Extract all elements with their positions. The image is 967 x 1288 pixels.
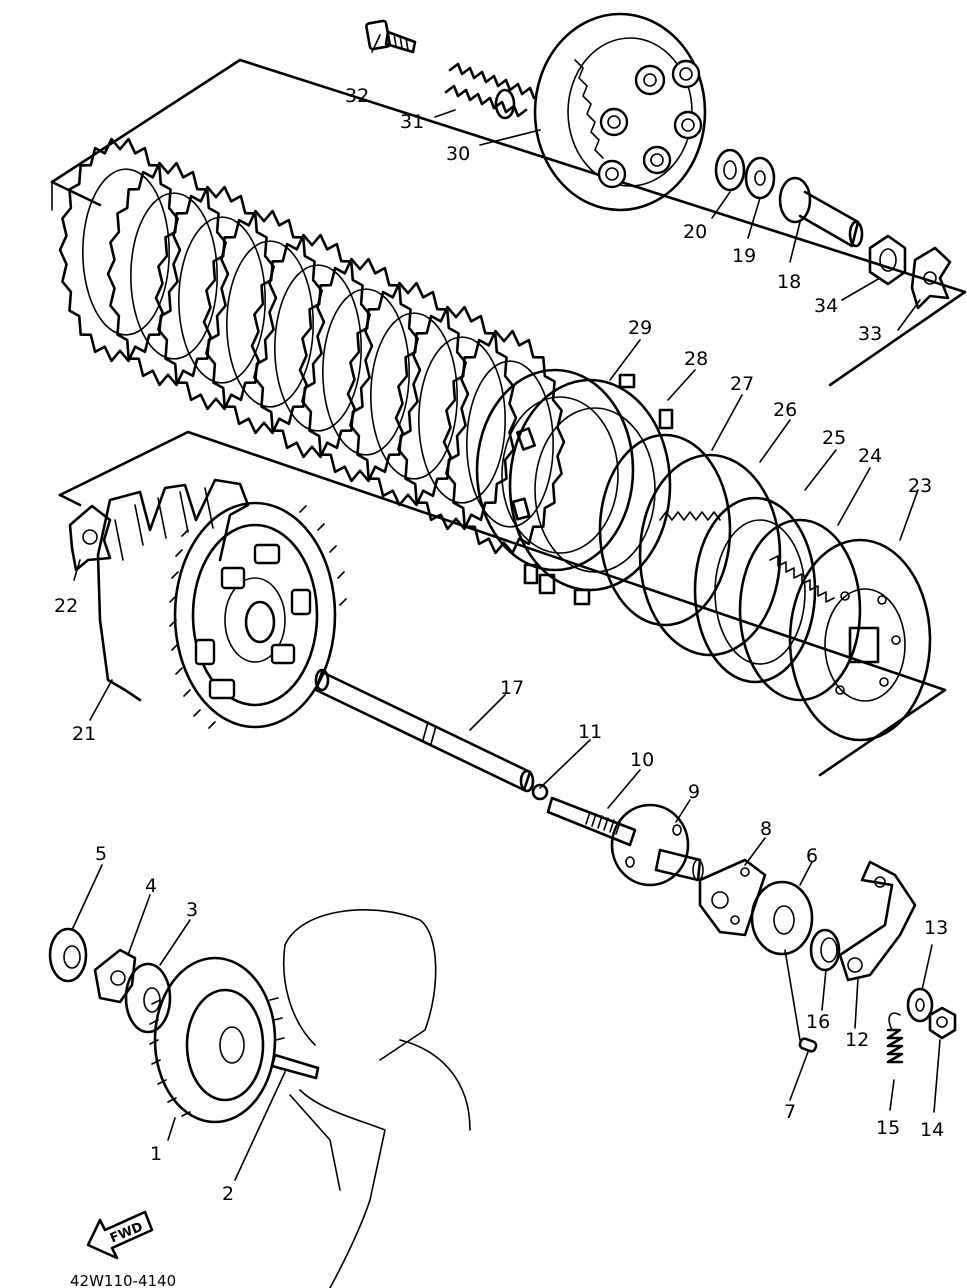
part-label-7: 7 xyxy=(784,1101,796,1123)
clutch-plate-stack xyxy=(58,137,566,555)
forward-arrow-icon: FWD xyxy=(86,1210,154,1260)
ball-part-11 xyxy=(531,783,549,801)
leader-lines xyxy=(71,34,941,1181)
part-label-15: 15 xyxy=(876,1117,900,1139)
clutch-plate-inner-7 xyxy=(369,312,458,480)
part-label-34: 34 xyxy=(814,295,838,317)
oil-seal-part-6 xyxy=(750,880,814,956)
part-label-25: 25 xyxy=(822,427,846,449)
spring-part-15 xyxy=(886,1012,904,1064)
clutch-plate-outer-1 xyxy=(58,137,182,363)
part-label-19: 19 xyxy=(732,245,756,267)
clutch-boss-part-24 xyxy=(738,518,862,702)
diagram-code: 42W110-4140 xyxy=(70,1272,176,1288)
part-label-30: 30 xyxy=(446,143,470,165)
clutch-housing-part-21 xyxy=(96,478,347,729)
clutch-plate-inner-8 xyxy=(417,336,506,504)
clutch-plate-inner-3 xyxy=(178,216,267,384)
part-label-11: 11 xyxy=(578,721,602,743)
part-label-22: 22 xyxy=(54,595,78,617)
push-lever-part-9 xyxy=(610,803,704,887)
push-rod-part-10 xyxy=(546,796,637,847)
part-label-23: 23 xyxy=(908,475,932,497)
push-rod-part-17 xyxy=(314,668,535,793)
clutch-plate-inner-5 xyxy=(273,264,362,432)
part-number-labels: 1 2 3 4 5 6 7 8 9 10 11 12 13 14 15 16 1… xyxy=(54,85,948,1205)
part-label-27: 27 xyxy=(730,373,754,395)
lock-washer-part-22 xyxy=(68,504,112,572)
part-label-2: 2 xyxy=(222,1183,234,1205)
primary-drive-gear-part-1 xyxy=(149,956,285,1124)
clutch-spring-part-31 xyxy=(444,62,536,120)
crankshaft-outline xyxy=(282,909,471,1288)
pin-part-7 xyxy=(784,949,818,1053)
part-label-8: 8 xyxy=(760,818,772,840)
part-label-13: 13 xyxy=(924,917,948,939)
part-label-31: 31 xyxy=(400,111,424,133)
part-label-26: 26 xyxy=(773,399,797,421)
clutch-boss-disk-part-23 xyxy=(788,538,932,742)
part-label-4: 4 xyxy=(145,875,157,897)
nut-part-34 xyxy=(868,234,907,286)
part-label-28: 28 xyxy=(684,348,708,370)
part-label-17: 17 xyxy=(500,677,524,699)
nut-part-14 xyxy=(928,1006,957,1040)
part-label-6: 6 xyxy=(806,845,818,867)
clutch-plate-outer-9 xyxy=(442,329,566,555)
part-label-3: 3 xyxy=(186,899,198,921)
part-label-9: 9 xyxy=(688,781,700,803)
clutch-lever-part-12 xyxy=(838,860,917,982)
steel-plate-part-26 xyxy=(638,453,782,657)
bearing-part-16 xyxy=(809,928,841,972)
part-label-29: 29 xyxy=(628,317,652,339)
clutch-plate-inner-9 xyxy=(465,360,554,528)
clutch-plate-inner-2 xyxy=(130,192,219,360)
bearing-part-19 xyxy=(744,156,776,200)
part-label-1: 1 xyxy=(150,1143,162,1165)
part-label-18: 18 xyxy=(777,271,801,293)
part-label-21: 21 xyxy=(72,723,96,745)
clutch-plate-inner-1 xyxy=(82,168,171,336)
part-label-20: 20 xyxy=(683,221,707,243)
nut-part-5 xyxy=(48,927,88,983)
washer-part-13 xyxy=(906,987,934,1023)
push-rod-part-18 xyxy=(778,176,864,248)
part-label-14: 14 xyxy=(920,1119,944,1141)
pressure-plate-part-30 xyxy=(533,12,707,212)
lock-washer-part-33 xyxy=(910,246,952,310)
hub-group-outline xyxy=(58,430,947,777)
clutch-plate-inner-6 xyxy=(321,288,410,456)
plate-part-8 xyxy=(698,858,767,937)
plate-part-25 xyxy=(693,496,817,684)
friction-plate-part-29 xyxy=(475,368,635,585)
washer-part-20 xyxy=(714,148,746,192)
part-label-24: 24 xyxy=(858,445,882,467)
part-label-16: 16 xyxy=(806,1011,830,1033)
part-label-5: 5 xyxy=(95,843,107,865)
part-label-12: 12 xyxy=(845,1029,869,1051)
part-label-10: 10 xyxy=(630,749,654,771)
clutch-plate-inner-4 xyxy=(226,240,315,408)
bolt-part-32 xyxy=(365,19,417,54)
part-label-32: 32 xyxy=(345,85,369,107)
plate-part-27 xyxy=(598,433,732,627)
friction-plate-part-28 xyxy=(508,373,674,606)
key-part-2 xyxy=(270,1053,320,1080)
part-label-33: 33 xyxy=(858,323,882,345)
lock-washer-part-4 xyxy=(93,948,137,1004)
